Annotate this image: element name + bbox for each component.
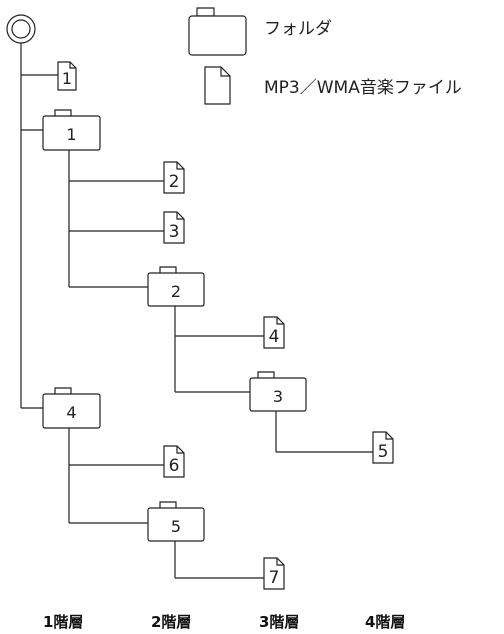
tree-connectors <box>20 43 373 579</box>
file-label: 3 <box>169 222 180 242</box>
folder-label: 3 <box>273 387 283 406</box>
file-node: 6 <box>163 445 185 478</box>
level-label-4: 4階層 <box>365 613 405 631</box>
legend-folder-icon <box>188 7 247 56</box>
level-labels: 1階層 2階層 3階層 4階層 <box>43 613 405 631</box>
folder-label: 4 <box>66 403 76 422</box>
file-node: 5 <box>372 431 394 464</box>
folder-label: 5 <box>171 517 181 536</box>
file-label: 7 <box>269 568 280 588</box>
folder-node: 4 <box>42 387 101 429</box>
level-label-1: 1階層 <box>43 613 83 631</box>
file-node: 7 <box>263 557 285 590</box>
file-node: 4 <box>263 316 285 349</box>
file-label: 2 <box>169 172 180 192</box>
legend-file-icon <box>204 66 231 105</box>
folder-label: 2 <box>171 282 181 301</box>
legend: フォルダ MP3／WMA音楽ファイル <box>188 7 462 105</box>
file-node: 1 <box>57 61 77 91</box>
level-label-3: 3階層 <box>259 613 299 631</box>
level-label-2: 2階層 <box>151 613 191 631</box>
folder-label: 1 <box>66 125 76 144</box>
file-label: 6 <box>169 456 180 476</box>
file-label: 4 <box>269 327 280 347</box>
folder-node: 2 <box>147 266 205 307</box>
folder-node: 1 <box>42 109 101 151</box>
file-label: 1 <box>62 69 72 88</box>
folder-node: 3 <box>249 371 307 412</box>
legend-folder-label: フォルダ <box>264 19 332 39</box>
file-label: 5 <box>378 442 389 462</box>
root-icon <box>6 14 36 44</box>
legend-file-label: MP3／WMA音楽ファイル <box>264 78 462 98</box>
file-node: 3 <box>163 211 185 244</box>
file-node: 2 <box>163 161 185 194</box>
folder-node: 5 <box>147 501 205 542</box>
